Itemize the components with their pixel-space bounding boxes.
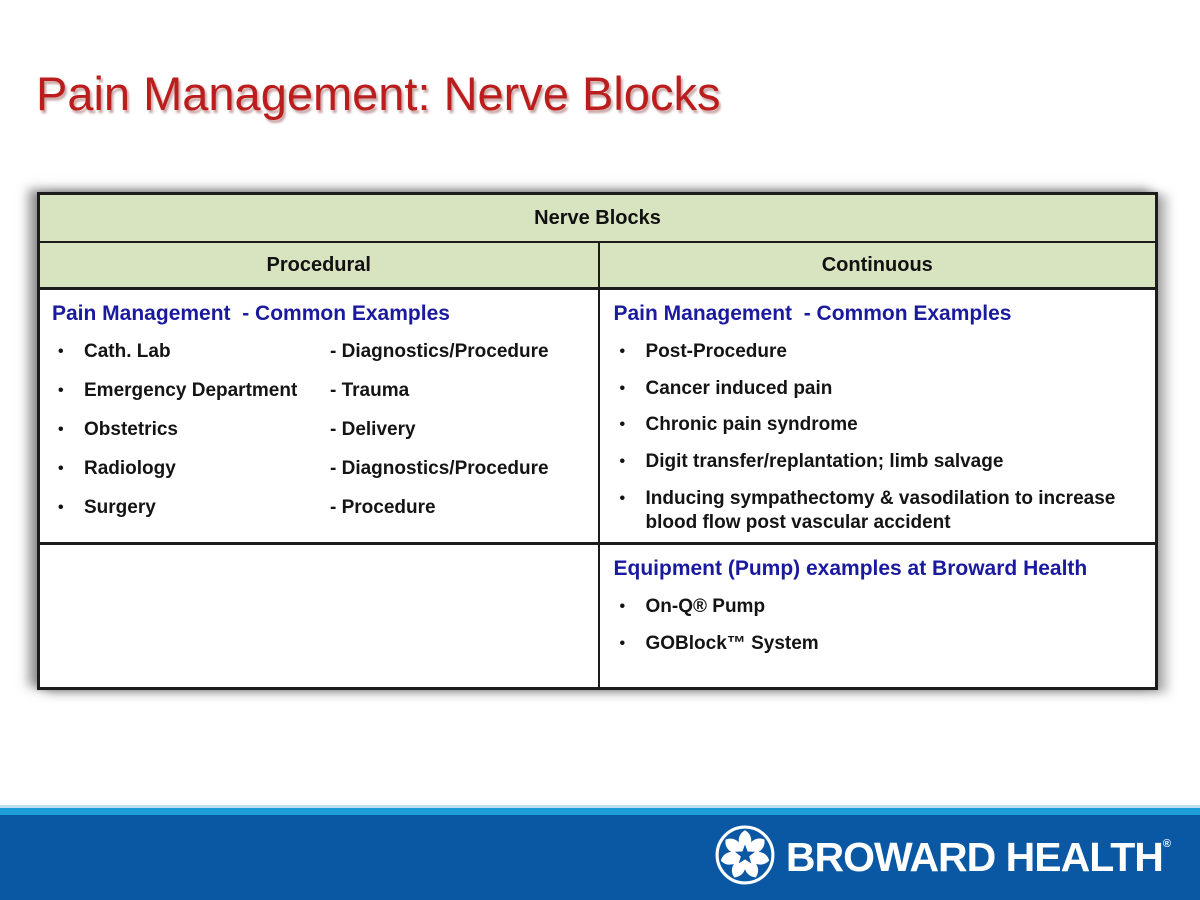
cell-procedural-equipment-empty xyxy=(40,545,598,687)
cell-continuous-equipment: Equipment (Pump) examples at Broward Hea… xyxy=(597,545,1156,687)
list-item-desc: - Delivery xyxy=(330,419,416,440)
list-item-dept: Surgery xyxy=(84,497,156,518)
list-item-text: On-Q® Pump xyxy=(645,596,766,617)
list-item: • Chronic pain syndrome xyxy=(614,413,1146,438)
list-item-dept: Obstetrics xyxy=(84,419,178,440)
footer-highlight-line xyxy=(0,805,1200,808)
bullet-marker: • xyxy=(619,416,626,434)
list-item: • Surgery - Procedure xyxy=(52,496,588,520)
list-item: • Inducing sympathectomy & vasodilation … xyxy=(614,487,1146,536)
bullet-marker: • xyxy=(619,343,626,360)
list-item: • Cancer induced pain xyxy=(614,377,1146,402)
table-body-row-examples: Pain Management - Common Examples • Cath… xyxy=(40,290,1155,545)
footer-accent-strip xyxy=(0,808,1200,815)
footer-main-bar: BROWARD HEALTH® xyxy=(0,815,1200,900)
list-item-desc: - Procedure xyxy=(330,497,436,518)
bullet-marker: • xyxy=(619,634,626,652)
footer-brand-wordmark: BROWARD HEALTH® xyxy=(785,834,1171,880)
list-item-dept: Radiology xyxy=(84,458,176,479)
list-item-text: Digit transfer/replantation; limb salvag… xyxy=(645,451,1004,473)
continuous-heading: Pain Management - Common Examples xyxy=(613,302,1012,325)
list-item: • Obstetrics - Delivery xyxy=(52,418,588,442)
list-item-desc: - Diagnostics/Procedure xyxy=(330,458,549,479)
bullet-marker: • xyxy=(58,421,64,438)
list-item-dept: Emergency Department xyxy=(84,380,298,401)
bullet-marker: • xyxy=(619,489,626,507)
bullet-marker: • xyxy=(58,460,64,477)
list-item-text: Post-Procedure xyxy=(645,341,787,362)
list-item-text: Inducing sympathectomy & vasodilation to… xyxy=(645,487,1116,534)
table-title: Nerve Blocks xyxy=(534,206,661,229)
list-item-text: GOBlock™ System xyxy=(645,632,819,654)
list-item-dept: Cath. Lab xyxy=(84,341,171,362)
nerve-blocks-table: Nerve Blocks Procedural Continuous Pain … xyxy=(37,192,1158,690)
list-item: • Emergency Department - Trauma xyxy=(52,379,588,403)
list-item: • Cath. Lab - Diagnostics/Procedure xyxy=(52,340,588,364)
page-title: Pain Management: Nerve Blocks xyxy=(36,67,721,120)
list-item: • GOBlock™ System xyxy=(614,632,1146,657)
list-item-text: Cancer induced pain xyxy=(645,377,833,399)
table-column-header-row: Procedural Continuous xyxy=(40,243,1155,290)
bullet-marker: • xyxy=(619,598,626,615)
equipment-heading: Equipment (Pump) examples at Broward Hea… xyxy=(613,557,1088,580)
list-item: • Digit transfer/replantation; limb salv… xyxy=(614,450,1146,475)
list-item-desc: - Diagnostics/Procedure xyxy=(330,341,549,362)
cell-continuous-examples: Pain Management - Common Examples • Post… xyxy=(597,290,1156,542)
column-header-procedural: Procedural xyxy=(266,253,371,276)
bullet-marker: • xyxy=(619,453,626,471)
broward-health-logo-icon xyxy=(714,824,776,891)
list-item: • Post-Procedure xyxy=(614,340,1146,365)
list-item-text: Chronic pain syndrome xyxy=(645,414,858,436)
table-body-row-equipment: Equipment (Pump) examples at Broward Hea… xyxy=(40,545,1155,687)
footer-bar: BROWARD HEALTH® xyxy=(0,805,1200,900)
procedural-heading: Pain Management - Common Examples xyxy=(52,302,450,325)
list-item-desc: - Trauma xyxy=(330,380,410,401)
list-item: • Radiology - Diagnostics/Procedure xyxy=(52,457,588,481)
table-title-row: Nerve Blocks xyxy=(40,195,1155,243)
bullet-marker: • xyxy=(58,382,64,399)
bullet-marker: • xyxy=(58,499,64,516)
registered-trademark-icon: ® xyxy=(1162,838,1171,850)
bullet-marker: • xyxy=(619,379,626,397)
list-item: • On-Q® Pump xyxy=(614,595,1146,620)
cell-procedural-examples: Pain Management - Common Examples • Cath… xyxy=(40,290,598,542)
bullet-marker: • xyxy=(58,343,64,360)
footer-brand-text: BROWARD HEALTH xyxy=(785,834,1164,880)
column-header-continuous: Continuous xyxy=(597,243,1156,287)
